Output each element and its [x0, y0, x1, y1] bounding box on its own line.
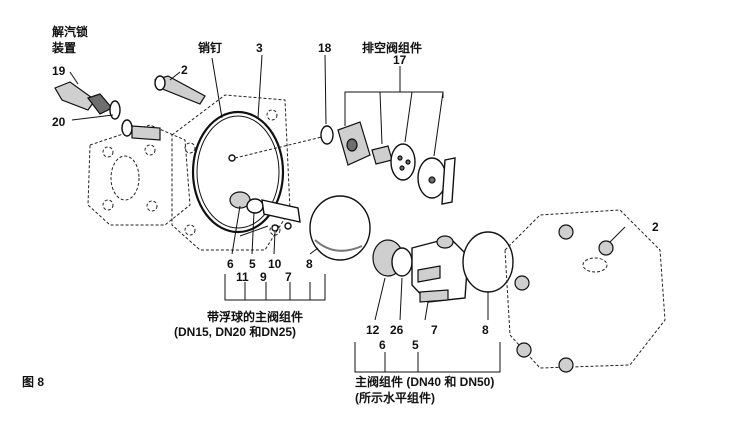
large-valve-6: 6: [379, 338, 386, 352]
large-valve-26: 26: [390, 323, 404, 337]
part-2-upper: 2: [181, 63, 188, 77]
vent-assembly-label: 排空阀组件: [362, 40, 422, 55]
large-valve-7: 7: [431, 323, 438, 337]
float-main-valve-sizes: (DN15, DN20 和DN25): [174, 324, 296, 339]
bolt-upper: [154, 75, 206, 105]
float-ball-left: [309, 195, 371, 261]
small-valve-10: 10: [268, 257, 282, 271]
steam-lock-device: [54, 81, 161, 141]
small-valve-5: 5: [249, 257, 256, 271]
large-valve-8: 8: [482, 323, 489, 337]
large-valve-12: 12: [366, 323, 380, 337]
part-19: 19: [52, 64, 66, 78]
steam-lock-label-2: 装置: [51, 40, 76, 55]
gasket-ring: [191, 110, 285, 234]
steam-lock-label: 解汽锁: [52, 24, 88, 39]
pin-alignment-line: [234, 134, 331, 159]
large-main-valve: [372, 231, 514, 303]
part-17: 17: [393, 53, 407, 67]
right-body-outline: [504, 209, 666, 373]
pin-label: 销钉: [198, 40, 222, 55]
small-valve-6: 6: [227, 257, 234, 271]
float-main-valve-label: 带浮球的主阀组件: [207, 309, 303, 324]
left-flange-outline: [87, 124, 191, 226]
small-valve-9: 9: [260, 270, 267, 284]
horizontal-note: (所示水平组件): [355, 390, 435, 405]
part-20: 20: [52, 115, 66, 129]
small-valve-7: 7: [285, 270, 292, 284]
main-valve-parts: [229, 191, 301, 237]
small-valve-11: 11: [236, 270, 249, 284]
small-valve-8: 8: [306, 257, 313, 271]
part-2-right: 2: [652, 220, 659, 234]
leader-lines: [69, 54, 626, 373]
vent-valve-assembly: [320, 121, 456, 205]
main-valve-large-label: 主阀组件 (DN40 和 DN50): [355, 374, 494, 389]
figure-label: 图 8: [22, 375, 44, 389]
part-3: 3: [256, 41, 263, 55]
labels: 解汽锁 装置 19 20 2 销钉 3 18 排空阀组件 17 2 6 11 5…: [22, 24, 659, 405]
pin: [228, 154, 236, 162]
large-valve-5: 5: [412, 338, 419, 352]
part-18: 18: [318, 41, 332, 55]
